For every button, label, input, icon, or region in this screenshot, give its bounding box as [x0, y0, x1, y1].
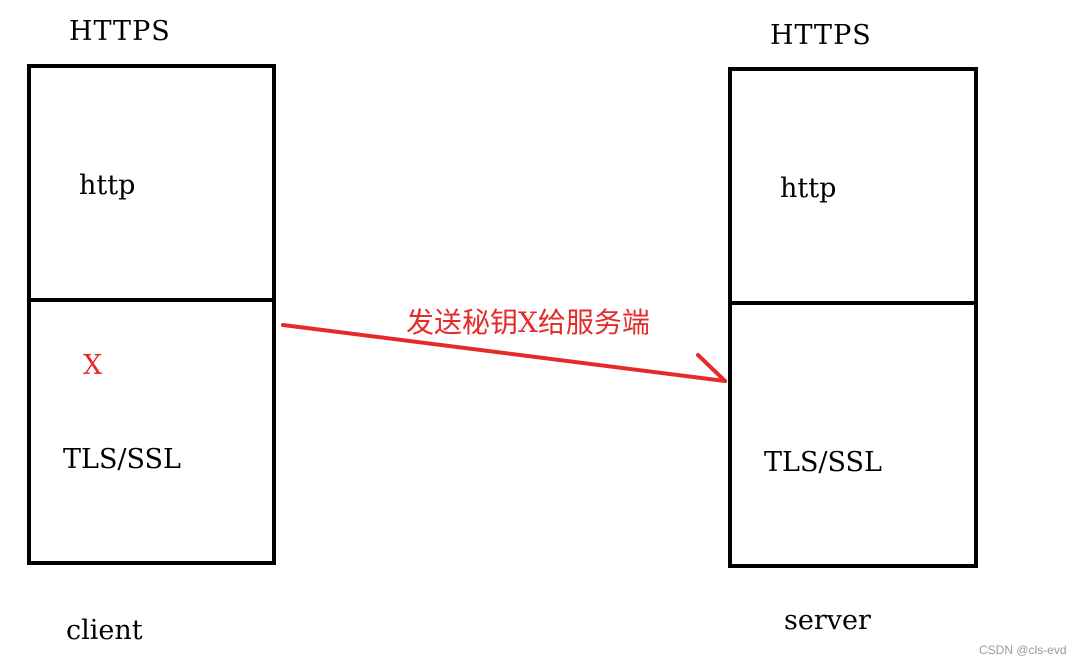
- server-http-layer: http: [780, 173, 837, 204]
- server-title: HTTPS: [770, 20, 872, 51]
- client-label: client: [66, 615, 143, 646]
- server-stack: [728, 67, 978, 568]
- client-key-marker: X: [83, 350, 103, 381]
- server-label: server: [784, 605, 871, 636]
- client-stack: [27, 64, 276, 565]
- client-title: HTTPS: [69, 16, 171, 47]
- server-layer-divider: [728, 301, 978, 305]
- server-tls-layer: TLS/SSL: [764, 447, 882, 478]
- arrow-head: [696, 353, 727, 383]
- client-http-layer: http: [79, 170, 136, 201]
- arrow-shaft: [281, 323, 727, 383]
- client-layer-divider: [27, 298, 276, 302]
- arrow-label: 发送秘钥X给服务端: [406, 306, 650, 339]
- watermark: CSDN @cls-evd: [979, 643, 1067, 657]
- client-tls-layer: TLS/SSL: [63, 444, 181, 475]
